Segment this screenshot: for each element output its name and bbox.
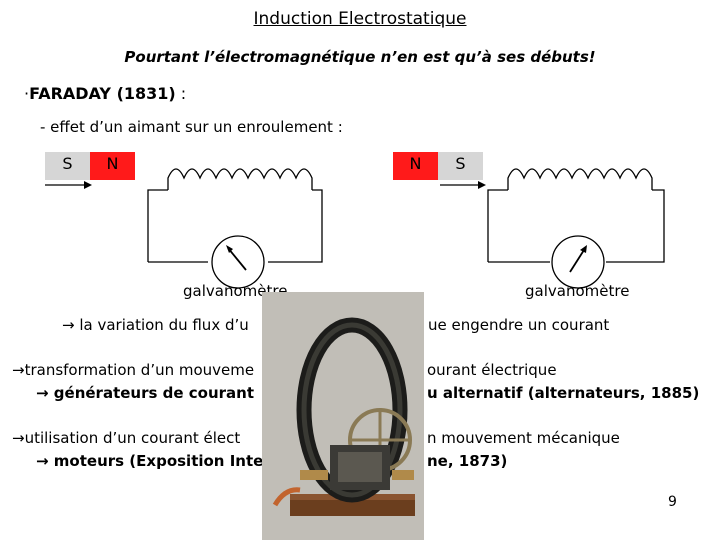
moteurs-line: → moteurs (Exposition Inte — [36, 452, 263, 470]
galvanometer-left — [211, 235, 265, 289]
generateurs-line-end: u alternatif (alternateurs, 1885) — [427, 384, 700, 402]
generateurs-text: générateurs de courant — [53, 384, 255, 402]
right-arrow-icon: → — [12, 361, 25, 379]
faraday-colon: : — [175, 84, 187, 103]
coil-circuit-right — [487, 168, 665, 263]
utilisation-line: →utilisation d’un courant élect — [12, 429, 240, 447]
moteurs-line-end: ne, 1873) — [427, 452, 508, 470]
generateurs-line: → générateurs de courant — [36, 384, 254, 402]
galvanometer-right — [551, 235, 605, 289]
variation-text: la variation du flux d’u — [79, 316, 249, 334]
magnet-motion-arrow-left — [45, 181, 92, 189]
coil-circuit-left — [147, 168, 323, 263]
right-arrow-icon: → — [12, 429, 25, 447]
faraday-name: FARADAY (1831) — [29, 84, 176, 103]
implies-arrow-icon: → — [36, 452, 54, 470]
subtitle: Pourtant l’électromagnétique n’en est qu… — [124, 48, 596, 66]
transformation-line: →transformation d’un mouveme — [12, 361, 254, 379]
variation-line-end: ue engendre un courant — [428, 316, 610, 334]
magnet-motion-arrow-right — [440, 181, 486, 189]
implies-arrow-icon: → — [36, 384, 54, 402]
magnet-right-s: S — [438, 152, 483, 180]
effet-line: - effet d’un aimant sur un enroulement : — [40, 118, 343, 136]
utilisation-text: utilisation d’un courant élect — [24, 429, 241, 447]
bullet: · — [24, 84, 30, 103]
magnet-right: N S — [393, 152, 483, 180]
page-title: Induction Electrostatique — [253, 9, 467, 29]
moteurs-text: moteurs (Exposition Inte — [53, 452, 264, 470]
transformation-text: transformation d’un mouveme — [24, 361, 255, 379]
magnet-right-n: N — [393, 152, 438, 180]
right-arrow-icon: → — [62, 316, 80, 334]
transformation-line-end: ourant électrique — [427, 361, 557, 379]
magnet-left: S N — [45, 152, 135, 180]
magnet-left-s: S — [45, 152, 90, 180]
variation-line: → la variation du flux d’u — [62, 316, 249, 334]
magnet-left-n: N — [90, 152, 135, 180]
page-number: 9 — [668, 494, 677, 510]
utilisation-line-end: n mouvement mécanique — [427, 429, 620, 447]
faraday-heading: ·FARADAY (1831) : — [24, 84, 186, 103]
galvanometer-label-left: galvanomètre — [183, 282, 288, 300]
galvanometer-label-right: galvanomètre — [525, 282, 630, 300]
